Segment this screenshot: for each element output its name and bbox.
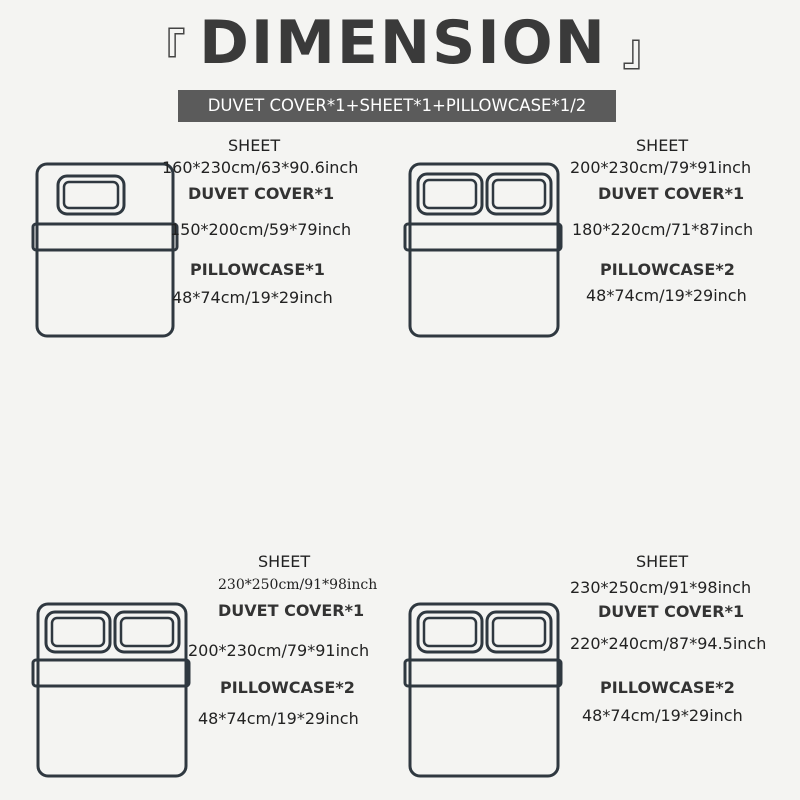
sheet-size: 160*230cm/63*90.6inch xyxy=(162,158,359,177)
double-bed-icon xyxy=(403,602,563,778)
pillowcase-size: 48*74cm/19*29inch xyxy=(198,709,359,728)
duvet-cover-label: DUVET COVER*1 xyxy=(188,184,335,203)
duvet-cover-size: 150*200cm/59*79inch xyxy=(170,220,352,239)
left-bracket: 『 xyxy=(142,25,186,76)
pillowcase-label: PILLOWCASE*1 xyxy=(190,260,325,279)
sheet-label: SHEET xyxy=(228,136,281,155)
pillowcase-size: 48*74cm/19*29inch xyxy=(586,286,747,305)
duvet-cover-size: 220*240cm/87*94.5inch xyxy=(570,634,767,653)
sheet-label: SHEET xyxy=(636,136,689,155)
single-bed-icon xyxy=(31,162,179,338)
duvet-cover-label: DUVET COVER*1 xyxy=(598,184,745,203)
double-bed-icon xyxy=(31,602,191,778)
duvet-cover-size: 180*220cm/71*87inch xyxy=(572,220,754,239)
sheet-size: 230*250cm/91*98inch xyxy=(570,578,752,597)
duvet-cover-size: 200*230cm/79*91inch xyxy=(188,641,370,660)
sheet-size: 230*250cm/91*98inch xyxy=(218,577,378,593)
double-bed-icon xyxy=(403,162,563,338)
duvet-cover-label: DUVET COVER*1 xyxy=(218,601,365,620)
right-bracket: 』 xyxy=(622,25,666,76)
duvet-cover-label: DUVET COVER*1 xyxy=(598,602,745,621)
pillowcase-label: PILLOWCASE*2 xyxy=(220,678,355,697)
sheet-label: SHEET xyxy=(258,552,311,571)
contents-banner: DUVET COVER*1+SHEET*1+PILLOWCASE*1/2 xyxy=(178,90,616,122)
pillowcase-label: PILLOWCASE*2 xyxy=(600,678,735,697)
header: 『 DIMENSION 』 xyxy=(0,4,800,84)
sheet-size: 200*230cm/79*91inch xyxy=(570,158,752,177)
pillowcase-size: 48*74cm/19*29inch xyxy=(172,288,333,307)
sheet-label: SHEET xyxy=(636,552,689,571)
pillowcase-label: PILLOWCASE*2 xyxy=(600,260,735,279)
page-title: DIMENSION xyxy=(199,8,607,78)
pillowcase-size: 48*74cm/19*29inch xyxy=(582,706,743,725)
